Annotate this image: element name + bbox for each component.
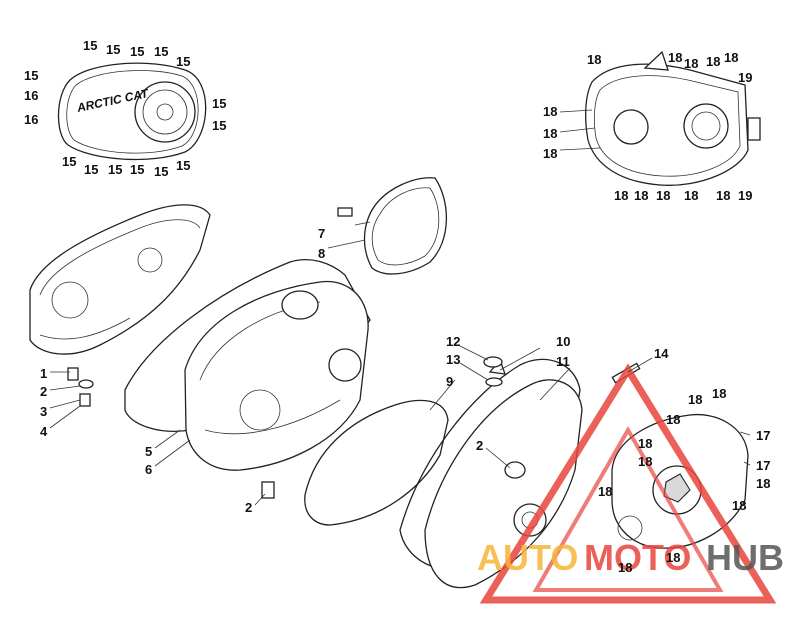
callout-15: 15 <box>212 118 226 133</box>
callout-13: 13 <box>446 352 460 367</box>
callout-1: 1 <box>40 366 47 381</box>
callout-2: 2 <box>476 438 483 453</box>
callout-15: 15 <box>24 68 38 83</box>
callout-3: 3 <box>40 404 47 419</box>
callout-2: 2 <box>245 500 252 515</box>
right-case-half <box>585 50 761 186</box>
callout-18: 18 <box>668 50 682 65</box>
callout-18: 18 <box>614 188 628 203</box>
leader-lines <box>49 109 751 506</box>
callout-18: 18 <box>732 498 746 513</box>
callout-12: 12 <box>446 334 460 349</box>
watermark-text-hub: HUB <box>706 537 784 578</box>
callout-15: 15 <box>154 164 168 179</box>
callout-18: 18 <box>684 188 698 203</box>
callout-19: 19 <box>738 188 752 203</box>
callout-15: 15 <box>62 154 76 169</box>
callout-15: 15 <box>176 54 190 69</box>
callout-14: 14 <box>654 346 669 361</box>
callout-18: 18 <box>634 188 648 203</box>
clutch-seal-plate <box>337 177 448 275</box>
case-gasket <box>124 259 371 432</box>
callout-15: 15 <box>108 162 122 177</box>
callout-17: 17 <box>756 428 770 443</box>
callout-2: 2 <box>40 384 47 399</box>
callout-15: 15 <box>212 96 226 111</box>
callout-18: 18 <box>618 560 632 575</box>
callout-10: 10 <box>556 334 570 349</box>
callout-18: 18 <box>543 126 557 141</box>
callout-4: 4 <box>40 424 48 439</box>
callout-7: 7 <box>318 226 325 241</box>
callout-18: 18 <box>587 52 601 67</box>
callout-18: 18 <box>706 54 720 69</box>
callout-16: 16 <box>24 112 38 127</box>
callout-18: 18 <box>666 550 680 565</box>
callout-18: 18 <box>638 454 652 469</box>
callout-18: 18 <box>656 188 670 203</box>
callout-18: 18 <box>543 146 557 161</box>
callout-15: 15 <box>83 38 97 53</box>
watermark-text-moto: MOTO <box>584 537 691 578</box>
callout-18: 18 <box>598 484 612 499</box>
callout-18: 18 <box>684 56 698 71</box>
callout-18: 18 <box>688 392 702 407</box>
callout-18: 18 <box>712 386 726 401</box>
callout-15: 15 <box>154 44 168 59</box>
callout-16: 16 <box>24 88 38 103</box>
outer-clutch-cover: ARCTIC CAT <box>57 62 207 161</box>
callout-15: 15 <box>84 162 98 177</box>
callout-labels: 15 15 15 15 15 15 15 15 15 15 15 15 15 1… <box>24 38 770 575</box>
watermark-text-auto: AUTO <box>477 537 578 578</box>
callout-18: 18 <box>724 50 738 65</box>
callout-15: 15 <box>176 158 190 173</box>
callout-18: 18 <box>716 188 730 203</box>
callout-6: 6 <box>145 462 152 477</box>
callout-19: 19 <box>738 70 752 85</box>
inner-clutch-cover <box>29 204 211 407</box>
callout-5: 5 <box>145 444 152 459</box>
callout-17: 17 <box>756 458 770 473</box>
callout-11: 11 <box>556 354 570 369</box>
gasket-9 <box>304 399 449 526</box>
callout-15: 15 <box>106 42 120 57</box>
crankcase-left-half <box>184 280 369 499</box>
callout-18: 18 <box>543 104 557 119</box>
callout-8: 8 <box>318 246 325 261</box>
callout-18: 18 <box>756 476 770 491</box>
watermark-logo: AUTO MOTO HUB <box>477 363 784 604</box>
callout-18: 18 <box>638 436 652 451</box>
callout-18: 18 <box>666 412 680 427</box>
callout-15: 15 <box>130 162 144 177</box>
callout-9: 9 <box>446 374 453 389</box>
callout-15: 15 <box>130 44 144 59</box>
